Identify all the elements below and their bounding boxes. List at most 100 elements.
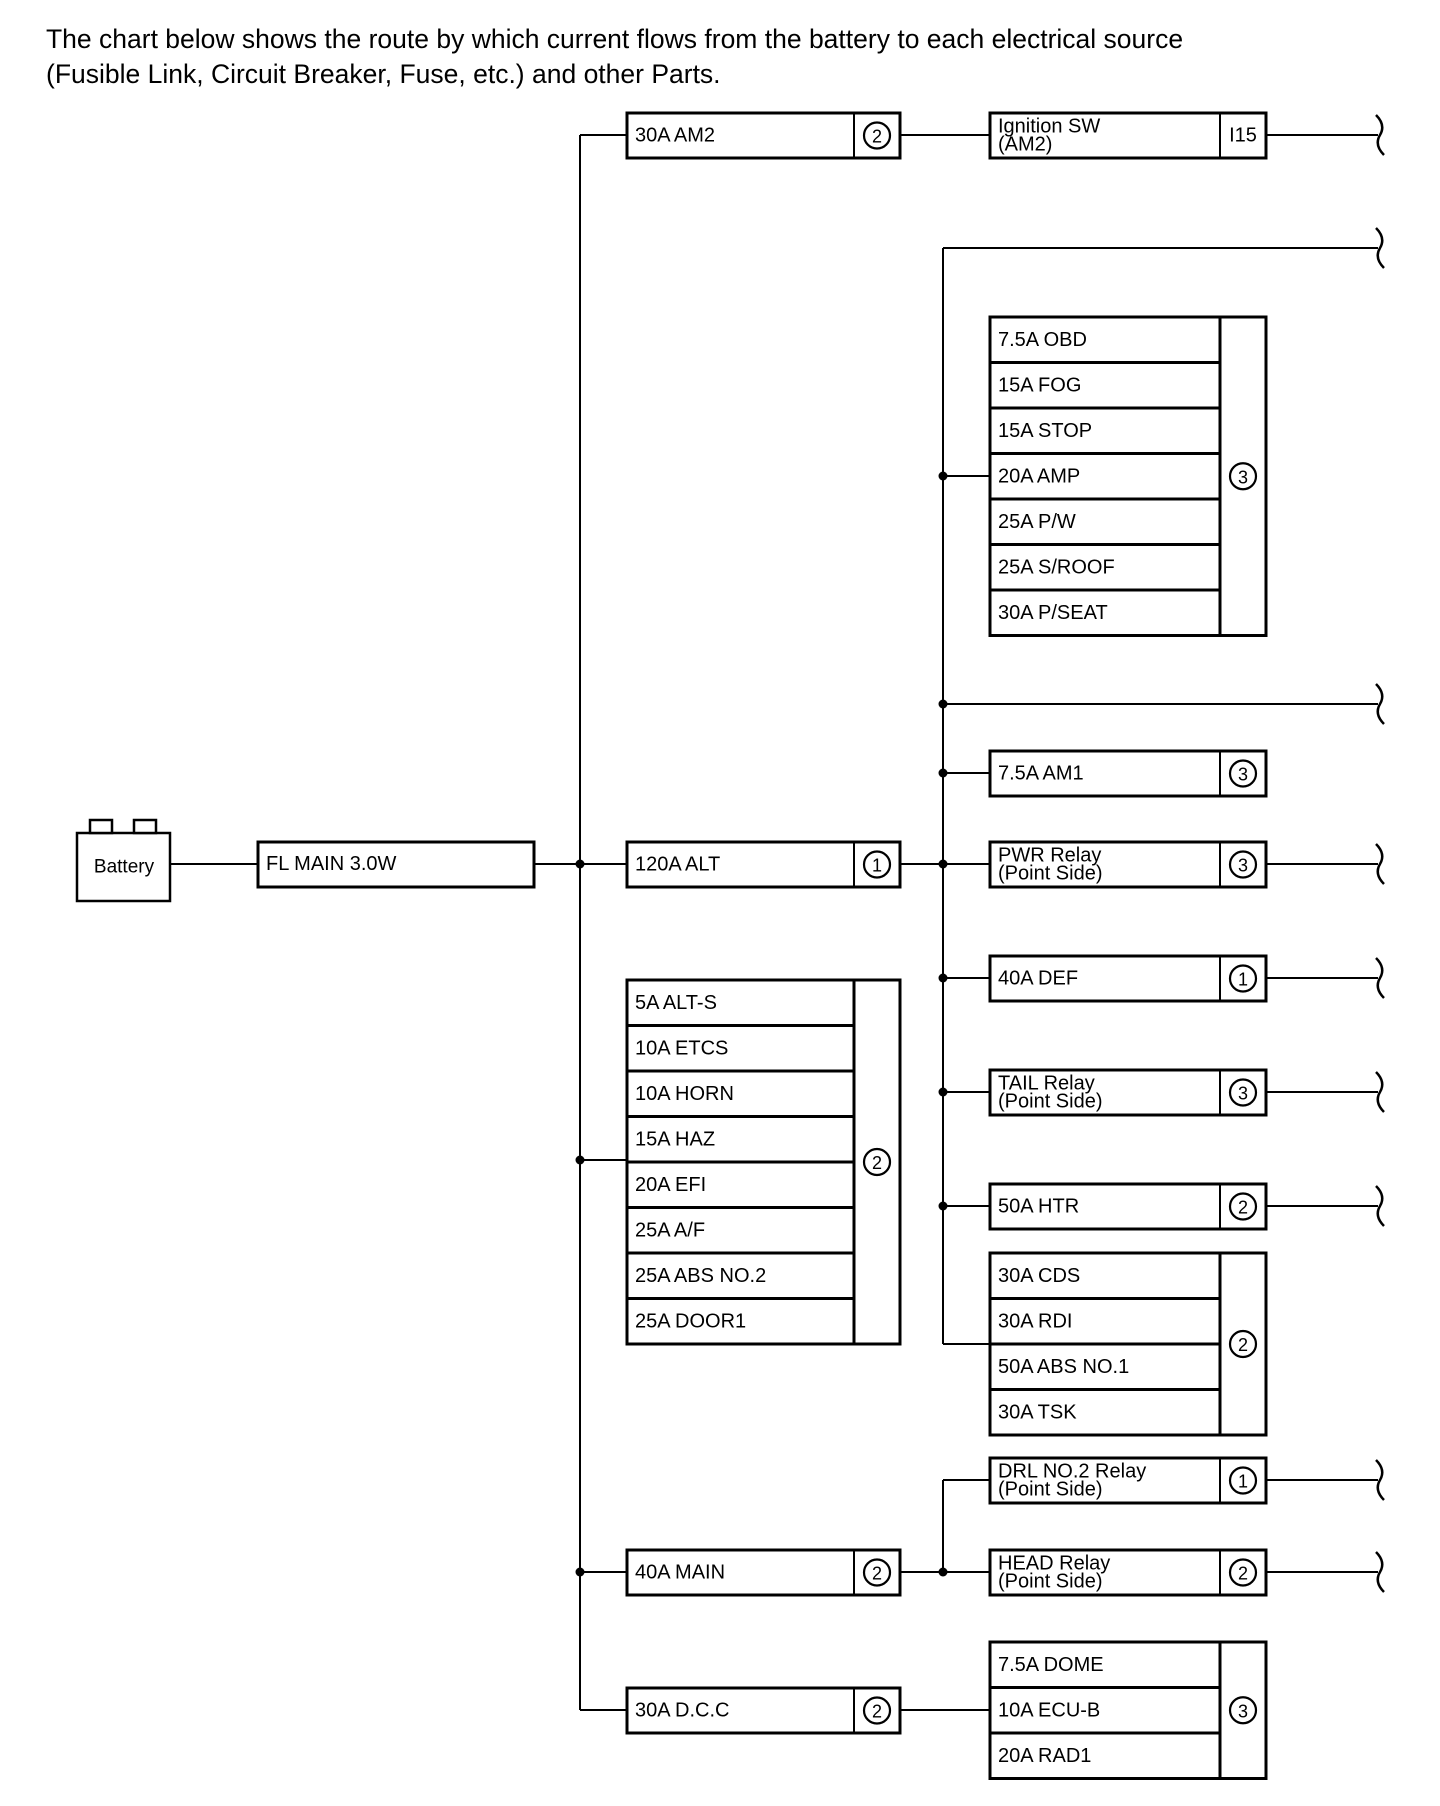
- battery-label: Battery: [94, 857, 155, 878]
- box-label: HEAD Relay: [998, 1553, 1110, 1575]
- circled-number-ring: [1228, 759, 1258, 788]
- junction-dot: [938, 471, 948, 481]
- fuse-label: 20A AMP: [998, 465, 1080, 487]
- circled-number: 2: [1238, 1198, 1248, 1218]
- box-label: 120A ALT: [635, 854, 720, 876]
- junction-dot: [938, 699, 948, 709]
- fuse-label: 30A P/SEAT: [998, 602, 1108, 624]
- cab-group-box: 7.5A OBD 15A FOG 15A STOP 20A AMP 25A P/W 25A…: [988, 315, 1268, 637]
- junction-dot: [938, 1087, 948, 1097]
- fuse-label: 15A FOG: [998, 374, 1081, 396]
- fuse-label: 30A CDS: [998, 1265, 1080, 1287]
- box-label: TAIL Relay: [998, 1073, 1095, 1095]
- break-mark: [1375, 957, 1385, 999]
- fuse-label: 7.5A OBD: [998, 329, 1087, 351]
- drl-box: DRL NO.2 Relay(Point Side)1: [988, 1456, 1268, 1505]
- junction-dot: [938, 859, 948, 869]
- fuse-label: 25A S/ROOF: [998, 556, 1115, 578]
- fuse-label: 30A TSK: [998, 1401, 1077, 1423]
- circled-number-ring: [862, 1558, 892, 1587]
- break-mark: [1375, 1459, 1385, 1501]
- box-label-2: (Point Side): [998, 863, 1103, 885]
- box-outline: [256, 840, 536, 889]
- wires: [170, 114, 1385, 1711]
- eng-group-box: 5A ALT-S 10A ETCS 10A HORN 15A HAZ 20A EFI 25…: [625, 978, 902, 1346]
- circled-number-ring: [1228, 964, 1258, 993]
- fuse-label: 7.5A DOME: [998, 1654, 1104, 1676]
- break-mark: [1375, 683, 1385, 725]
- circled-number: 2: [872, 1153, 882, 1173]
- break-mark: [1375, 227, 1385, 269]
- circled-number: 1: [872, 856, 882, 876]
- circled-number: 3: [1238, 467, 1248, 487]
- battery-terminal: [88, 818, 114, 835]
- battery: Battery: [75, 818, 172, 903]
- break-mark: [1375, 1071, 1385, 1113]
- fuse-label: 30A RDI: [998, 1310, 1072, 1332]
- circled-number-ring: [1228, 1329, 1258, 1359]
- fuse-label: 15A HAZ: [635, 1128, 715, 1150]
- circled-number-ring: [1228, 850, 1258, 879]
- fuse-label: 15A STOP: [998, 420, 1092, 442]
- intro-text: The chart below shows the route by which…: [46, 22, 1416, 92]
- fuse-label: 50A ABS NO.1: [998, 1356, 1129, 1378]
- alt-box: 120A ALT 1: [625, 840, 902, 889]
- box-label: 50A HTR: [998, 1196, 1079, 1218]
- circled-number: 1: [1238, 1472, 1248, 1492]
- circled-number-ring: [1228, 1466, 1258, 1495]
- junction-dot: [938, 768, 948, 778]
- box-label: DRL NO.2 Relay: [998, 1461, 1146, 1483]
- intro-line-2: (Fusible Link, Circuit Breaker, Fuse, et…: [46, 59, 721, 89]
- fl-main-box: FL MAIN 3.0W: [256, 840, 536, 889]
- fuse-label: 20A RAD1: [998, 1745, 1091, 1767]
- box-label: PWR Relay: [998, 845, 1101, 867]
- circled-number: 3: [1238, 1701, 1248, 1721]
- break-mark: [1375, 1551, 1385, 1593]
- circled-number: 2: [872, 1564, 882, 1584]
- head-box: HEAD Relay(Point Side)2: [988, 1548, 1268, 1597]
- circled-number-ring: [1228, 1078, 1258, 1107]
- fuse-label: 25A A/F: [635, 1219, 705, 1241]
- fuse-label: 10A HORN: [635, 1083, 734, 1105]
- battery-terminal: [132, 818, 158, 835]
- box-label: FL MAIN 3.0W: [266, 853, 397, 875]
- fuse-label: 20A EFI: [635, 1174, 706, 1196]
- box-label: 30A D.C.C: [635, 1700, 729, 1722]
- battery-body: [75, 831, 172, 903]
- circled-number-ring: [862, 850, 892, 879]
- box-label: 30A AM2: [635, 125, 715, 147]
- circled-number-ring: [1228, 1696, 1258, 1725]
- fuse-label: 25A ABS NO.2: [635, 1265, 766, 1287]
- circled-number-ring: [1228, 1192, 1258, 1221]
- fuse-label: 5A ALT-S: [635, 992, 717, 1014]
- circled-number: 3: [1238, 856, 1248, 876]
- tail-box: TAIL Relay(Point Side)3: [988, 1068, 1268, 1117]
- box-label: 40A DEF: [998, 968, 1078, 990]
- dome-group-box: 7.5A DOME 10A ECU-B 20A RAD1 3: [988, 1640, 1268, 1780]
- connector-code: I15: [1229, 125, 1257, 147]
- circled-number-ring: [1228, 462, 1258, 491]
- pwr-box: PWR Relay(Point Side) 3: [988, 840, 1268, 889]
- circled-number-ring: [862, 1147, 892, 1177]
- junction-dot: [575, 1567, 585, 1577]
- fuse-label: 10A ECU-B: [998, 1699, 1100, 1721]
- junction-dot: [938, 1201, 948, 1211]
- fuse-label: 25A P/W: [998, 511, 1076, 533]
- intro-line-1: The chart below shows the route by which…: [46, 24, 1184, 54]
- box-label-2: (AM2): [998, 134, 1052, 156]
- circled-number-ring: [862, 1696, 892, 1725]
- fuse-label: 10A ETCS: [635, 1037, 728, 1059]
- junction-dot: [575, 1155, 585, 1165]
- box-label: Ignition SW: [998, 116, 1100, 138]
- break-mark: [1375, 843, 1385, 885]
- circled-number: 2: [1238, 1564, 1248, 1584]
- htr-box: 50A HTR 2: [988, 1182, 1268, 1231]
- circled-number: 3: [1238, 765, 1248, 785]
